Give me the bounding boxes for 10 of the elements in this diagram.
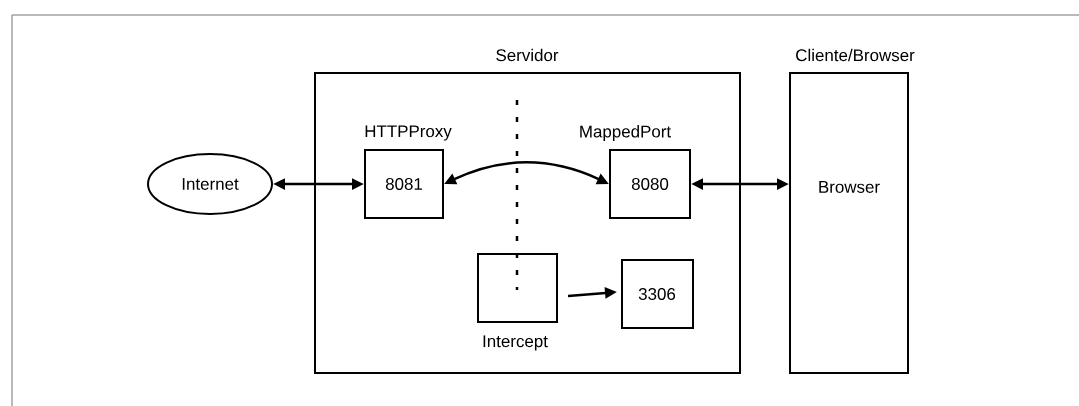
- node-label: MappedPort: [580, 125, 671, 141]
- component-box: MappedPort 8080: [580, 125, 691, 219]
- node-label: Servidor: [496, 48, 559, 62]
- component-box: Intercept: [477, 253, 558, 351]
- component-box: Cliente/Browser Browser: [789, 48, 915, 374]
- node-label: HTTPProxy: [365, 125, 452, 141]
- node-label: Cliente/Browser: [796, 48, 915, 62]
- component-box: HTTPProxy 8081: [364, 125, 452, 219]
- node-label: Intercept: [483, 335, 548, 351]
- component-box: 3306: [621, 259, 694, 329]
